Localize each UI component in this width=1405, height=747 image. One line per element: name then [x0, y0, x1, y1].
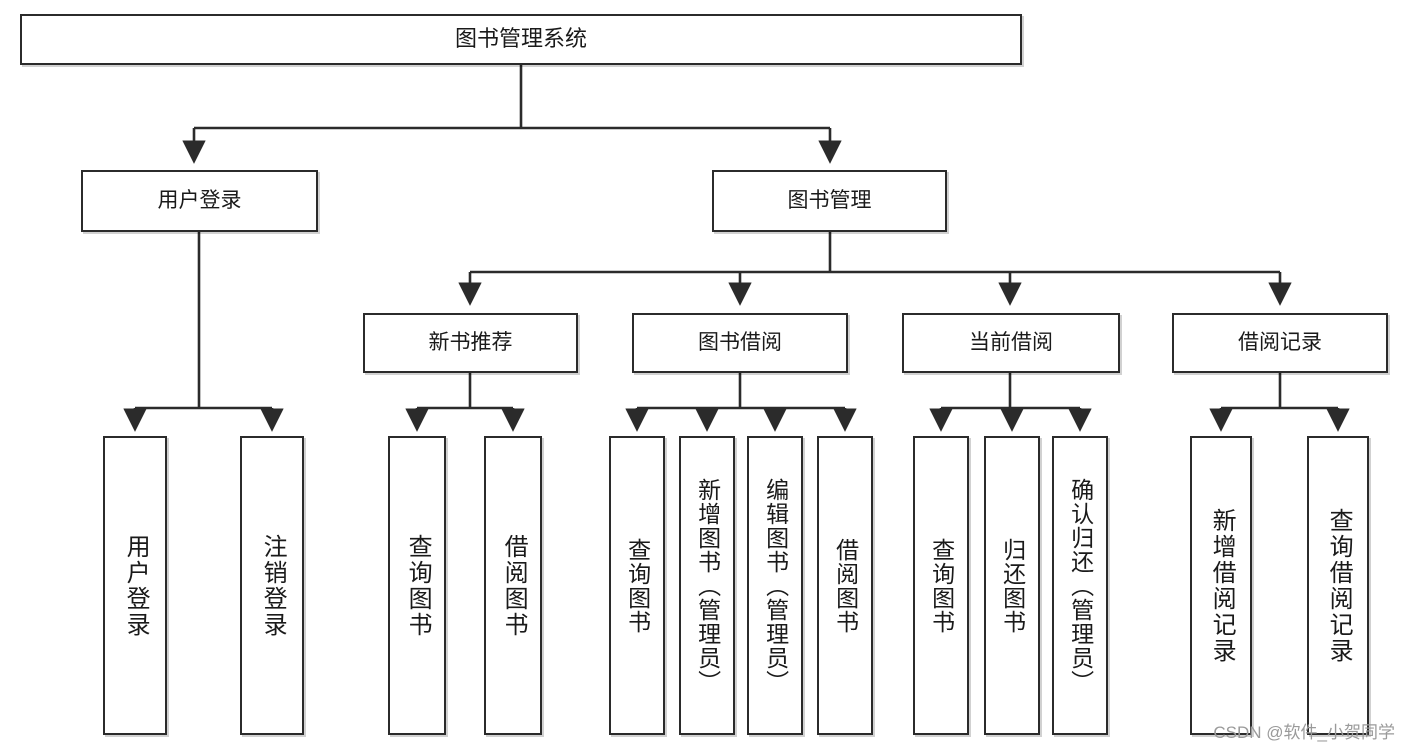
node-level1-book-management[interactable]: 图书管理	[712, 170, 947, 232]
node-label: 查询借阅记录	[1325, 507, 1353, 664]
node-leaf-user-login[interactable]: 用户登录	[103, 436, 167, 735]
node-label: 查询图书	[928, 537, 955, 634]
node-leaf-edit-book-admin[interactable]: 编辑图书（管理员）	[747, 436, 803, 735]
node-label: 用户登录	[157, 189, 242, 213]
node-leaf-confirm-return-admin[interactable]: 确认归还（管理员）	[1052, 436, 1108, 735]
node-label: 注销登录	[259, 533, 287, 638]
node-label: 新书推荐	[428, 331, 513, 355]
node-label: 图书管理	[787, 189, 872, 213]
node-level1-user-login[interactable]: 用户登录	[81, 170, 318, 232]
node-leaf-query-borrow-record[interactable]: 查询借阅记录	[1307, 436, 1369, 735]
node-label: 图书借阅	[698, 331, 782, 355]
watermark-text: CSDN @软件_小贺同学	[1213, 723, 1395, 742]
node-label: 图书管理系统	[454, 26, 587, 52]
node-label: 用户登录	[122, 533, 150, 638]
node-level2-book-borrowing[interactable]: 图书借阅	[632, 313, 848, 373]
node-label: 查询图书	[404, 533, 432, 638]
node-leaf-query-books-current[interactable]: 查询图书	[913, 436, 969, 735]
node-label: 归还图书	[999, 537, 1026, 634]
node-label: 编辑图书（管理员）	[762, 477, 789, 694]
node-leaf-logout[interactable]: 注销登录	[240, 436, 304, 735]
node-label: 当前借阅	[969, 331, 1053, 355]
node-label: 确认归还（管理员）	[1067, 477, 1094, 694]
node-leaf-add-borrow-record[interactable]: 新增借阅记录	[1190, 436, 1252, 735]
node-label: 新增图书（管理员）	[694, 477, 721, 694]
node-leaf-query-books-rec[interactable]: 查询图书	[388, 436, 446, 735]
node-leaf-add-book-admin[interactable]: 新增图书（管理员）	[679, 436, 735, 735]
node-level2-current-borrowing[interactable]: 当前借阅	[902, 313, 1120, 373]
node-label: 借阅图书	[832, 537, 859, 634]
node-label: 借阅记录	[1238, 331, 1322, 355]
node-root[interactable]: 图书管理系统	[20, 14, 1022, 65]
node-label: 查询图书	[624, 537, 651, 634]
node-leaf-query-books-borrow[interactable]: 查询图书	[609, 436, 665, 735]
node-label: 新增借阅记录	[1208, 507, 1236, 664]
node-leaf-borrow-books[interactable]: 借阅图书	[817, 436, 873, 735]
node-level2-borrowing-records[interactable]: 借阅记录	[1172, 313, 1388, 373]
node-leaf-return-books[interactable]: 归还图书	[984, 436, 1040, 735]
node-leaf-borrow-books-rec[interactable]: 借阅图书	[484, 436, 542, 735]
node-label: 借阅图书	[500, 533, 528, 638]
node-level2-new-book-recommendation[interactable]: 新书推荐	[363, 313, 578, 373]
